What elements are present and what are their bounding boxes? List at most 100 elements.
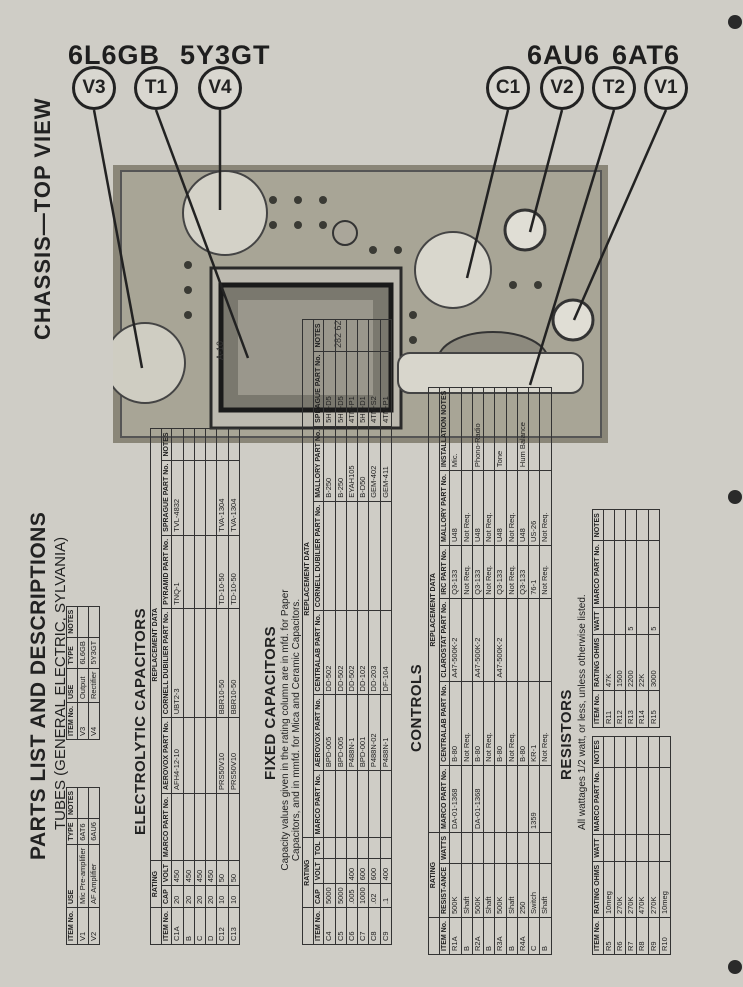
table-cell: P488N-02 — [368, 694, 381, 771]
column-header: AEROVOX PART No. — [161, 717, 172, 794]
table-cell: 20 — [183, 885, 195, 908]
table-cell: EYAH105 — [346, 426, 358, 502]
resistors-note: All wattages 1/2 watt, or less, unless o… — [577, 594, 588, 830]
table-cell: 5 — [648, 607, 660, 635]
table-cell: R4A — [517, 917, 529, 955]
table-cell — [346, 501, 358, 611]
table-cell — [614, 736, 626, 768]
table-cell: B — [483, 917, 495, 955]
table-cell — [357, 501, 369, 611]
column-header: ITEM No. — [592, 690, 604, 728]
table-cell: 450 — [205, 860, 217, 886]
table-cell — [205, 460, 217, 536]
group-header-replacement: REPLACEMENT DATA — [302, 319, 314, 838]
table-cell: C9 — [380, 907, 392, 945]
parts-list-title: PARTS LIST AND DESCRIPTIONS — [27, 511, 50, 860]
table-cell — [614, 767, 626, 835]
table-cell — [483, 598, 495, 682]
table-cell: 3000 — [648, 634, 660, 691]
table-cell: 6L6GB — [77, 637, 89, 669]
table-cell: DF-104 — [380, 610, 392, 695]
binder-hole — [728, 15, 742, 29]
table-cell — [636, 540, 649, 608]
table-cell — [449, 832, 462, 864]
table-cell: C — [194, 907, 206, 945]
table-cell: BPD-005 — [323, 694, 336, 771]
table-cell: Shaft — [483, 863, 495, 918]
table-cell: 500K — [494, 863, 507, 918]
column-header: NOTES — [66, 787, 78, 819]
table-cell — [205, 793, 217, 861]
table-cell — [194, 793, 206, 861]
table-cell: 6AU6 — [88, 818, 100, 845]
table-cell — [659, 736, 671, 768]
callout-v3: V3 — [72, 66, 116, 110]
column-header: RESIST-ANCE — [439, 863, 450, 918]
table-cell: .02 — [368, 883, 381, 908]
table-cell — [194, 428, 206, 461]
table-cell: TD-10-50 — [216, 535, 229, 609]
table-cell — [88, 606, 100, 638]
table-cell — [539, 387, 552, 471]
column-header: ITEM No. — [439, 917, 450, 955]
table-cell: C7 — [357, 907, 369, 945]
table-cell — [205, 535, 217, 609]
table-cell: 500K — [472, 863, 484, 918]
table-cell — [603, 736, 615, 768]
table-cell — [614, 607, 626, 635]
binder-hole — [728, 490, 742, 504]
table-cell — [77, 787, 89, 819]
table-cell: 470K — [636, 861, 649, 918]
callout-t1: T1 — [134, 66, 178, 110]
table-cell: .005 — [346, 883, 358, 908]
table-cell — [88, 787, 100, 819]
table-cell — [603, 607, 615, 635]
table-cell — [517, 765, 529, 833]
column-header: TYPE — [66, 818, 78, 845]
column-header: SPRAGUE PART No. — [313, 351, 324, 427]
table-cell — [228, 428, 240, 461]
table-cell: AF Amplifier — [88, 844, 100, 908]
column-header: NOTES — [313, 319, 324, 352]
table-cell — [183, 717, 195, 794]
table-cell: Not Req. — [539, 470, 552, 546]
column-header: CORNELL DUBILIER PART No. — [161, 608, 172, 718]
table-cell — [517, 598, 529, 682]
column-header: MALLORY PART No. — [313, 426, 324, 502]
table-cell: C1A — [171, 907, 184, 945]
blank-header — [150, 907, 162, 945]
table-cell — [636, 736, 649, 768]
column-header: ITEM No. — [161, 907, 172, 945]
table-cell: Not Req. — [483, 545, 495, 599]
fixed-capacitors-note: Capacity values given in the rating colu… — [280, 589, 302, 871]
table-cell — [323, 770, 336, 838]
table-cell: TD-10-50 — [228, 535, 240, 609]
table-cell: 1000 — [357, 883, 369, 908]
table-cell — [494, 832, 507, 864]
table-cell — [625, 767, 637, 835]
column-header: NOTES — [66, 606, 78, 638]
table-cell: DD-203 — [368, 610, 381, 695]
chassis-title: CHASSIS—TOP VIEW — [30, 97, 55, 340]
table-cell: V1 — [77, 907, 89, 945]
table-cell: DD-102 — [357, 610, 369, 695]
table-cell — [483, 765, 495, 833]
table-cell: U48 — [449, 470, 462, 546]
table-cell: 5000 — [335, 883, 347, 908]
